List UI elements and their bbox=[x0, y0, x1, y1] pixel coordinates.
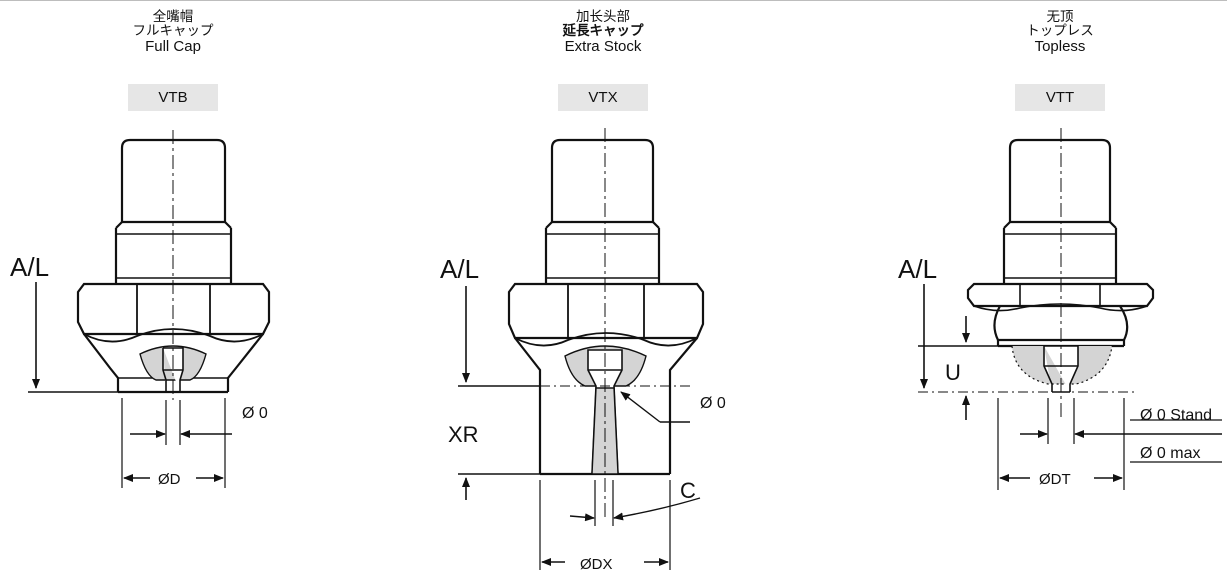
label-max: Ø 0 max bbox=[1140, 445, 1200, 462]
cap bbox=[83, 333, 264, 392]
top-rule bbox=[0, 0, 1227, 1]
title-jp: トップレス bbox=[1026, 23, 1094, 38]
extended-cap bbox=[514, 337, 698, 474]
panel-vtt-header: 无顶 トップレス Topless bbox=[930, 9, 1190, 56]
label-xr: XR bbox=[448, 422, 479, 447]
drawing-vtx bbox=[458, 128, 705, 570]
hex-nut bbox=[76, 282, 271, 336]
label-c: C bbox=[680, 478, 696, 503]
nozzle-body bbox=[550, 138, 655, 222]
label-u: U bbox=[945, 360, 961, 385]
panel-vtb-header: 全嘴帽 フルキャップ Full Cap bbox=[43, 9, 303, 56]
label-stand: Ø 0 Stand bbox=[1140, 407, 1212, 424]
label-al: A/L bbox=[440, 254, 479, 284]
code-badge-vtb: VTB bbox=[128, 84, 218, 111]
hex-nut bbox=[507, 282, 705, 340]
title-jp: フルキャップ bbox=[132, 23, 214, 38]
title-cn: 全嘴帽 bbox=[152, 9, 194, 24]
code-badge-vtx: VTX bbox=[558, 84, 648, 111]
panel-vtb: 全嘴帽 フルキャップ Full Cap VTB bbox=[43, 0, 303, 571]
panel-vtx: 加长头部 延長キャップ Extra Stock VTX bbox=[473, 0, 733, 571]
title-en: Full Cap bbox=[145, 38, 201, 55]
label-diameter: ØD bbox=[158, 471, 181, 488]
panel-vtx-header: 加长头部 延長キャップ Extra Stock bbox=[473, 9, 733, 56]
drawing-vtb bbox=[28, 130, 271, 488]
title-cn: 加长头部 bbox=[576, 9, 630, 24]
code-badge-vtt: VTT bbox=[1015, 84, 1105, 111]
title-cn: 无顶 bbox=[1046, 9, 1074, 24]
title-en: Extra Stock bbox=[564, 38, 642, 55]
label-diameter: ØDX bbox=[580, 556, 613, 571]
panel-vtt: 无顶 トップレス Topless VTT bbox=[930, 0, 1190, 571]
hex-flange bbox=[966, 282, 1155, 308]
label-al: A/L bbox=[898, 254, 937, 284]
drawing-vtt bbox=[918, 128, 1222, 490]
nozzle-body bbox=[1008, 138, 1112, 222]
title-en: Topless bbox=[1034, 38, 1086, 55]
label-diameter: ØDT bbox=[1039, 471, 1071, 488]
label-al: A/L bbox=[10, 252, 49, 282]
title-jp: 延長キャップ bbox=[562, 23, 644, 38]
label-orifice: Ø 0 bbox=[700, 395, 726, 412]
label-orifice: Ø 0 bbox=[242, 405, 268, 422]
